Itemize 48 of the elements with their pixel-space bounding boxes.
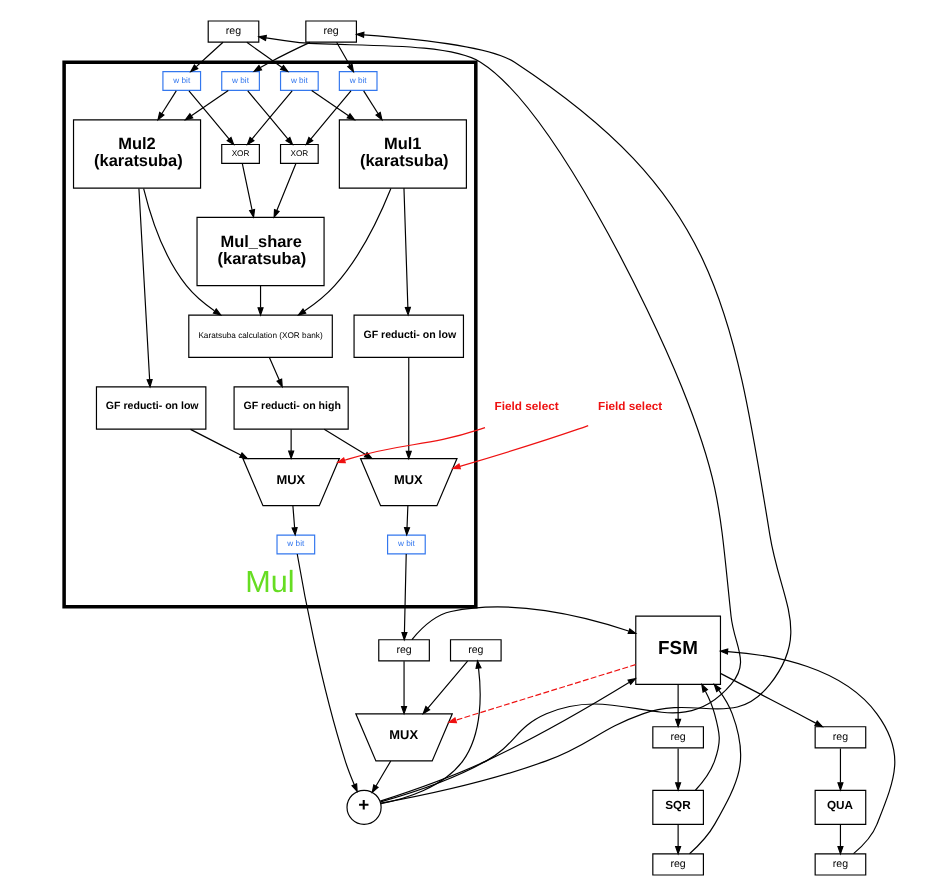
arrow bbox=[693, 683, 719, 791]
arrow bbox=[719, 673, 823, 728]
arrow bbox=[295, 187, 391, 316]
arrow bbox=[379, 659, 481, 805]
arrow bbox=[272, 163, 296, 219]
arrow bbox=[450, 425, 588, 470]
arrow bbox=[402, 187, 411, 317]
arrow bbox=[142, 187, 222, 316]
arrow bbox=[286, 428, 294, 461]
arrow bbox=[410, 606, 637, 641]
arrow bbox=[322, 428, 373, 460]
arrow bbox=[335, 427, 485, 464]
arrow bbox=[402, 505, 410, 537]
arrow bbox=[446, 664, 636, 724]
arrow bbox=[187, 90, 234, 146]
arrow bbox=[304, 90, 351, 146]
arrow bbox=[836, 747, 843, 792]
arrow bbox=[156, 90, 176, 122]
arrow bbox=[404, 357, 412, 461]
arrow bbox=[188, 428, 248, 460]
arrow bbox=[183, 89, 228, 121]
arrow bbox=[245, 41, 289, 73]
arrow bbox=[353, 31, 791, 804]
arrow bbox=[378, 677, 636, 802]
arrow bbox=[673, 683, 681, 729]
node-circle: + bbox=[345, 789, 381, 825]
arrow bbox=[836, 824, 843, 856]
arrow bbox=[240, 163, 255, 219]
arrow bbox=[717, 648, 895, 855]
arrow bbox=[673, 747, 681, 792]
arrow bbox=[335, 41, 354, 74]
arrow bbox=[267, 356, 282, 389]
arrow bbox=[188, 41, 223, 73]
arrow bbox=[370, 760, 391, 794]
arrow bbox=[137, 187, 152, 389]
arrow bbox=[362, 90, 382, 122]
arrow bbox=[310, 89, 355, 121]
arrow bbox=[256, 34, 741, 803]
arrow bbox=[400, 553, 407, 642]
node-box: FSM bbox=[634, 615, 721, 685]
arrow bbox=[290, 505, 297, 537]
arrow bbox=[251, 41, 310, 73]
arrow bbox=[399, 660, 407, 716]
arrow bbox=[673, 824, 681, 856]
arrow bbox=[295, 553, 357, 793]
arrow bbox=[421, 660, 468, 715]
arrow bbox=[256, 285, 263, 317]
arrow bbox=[687, 683, 741, 855]
